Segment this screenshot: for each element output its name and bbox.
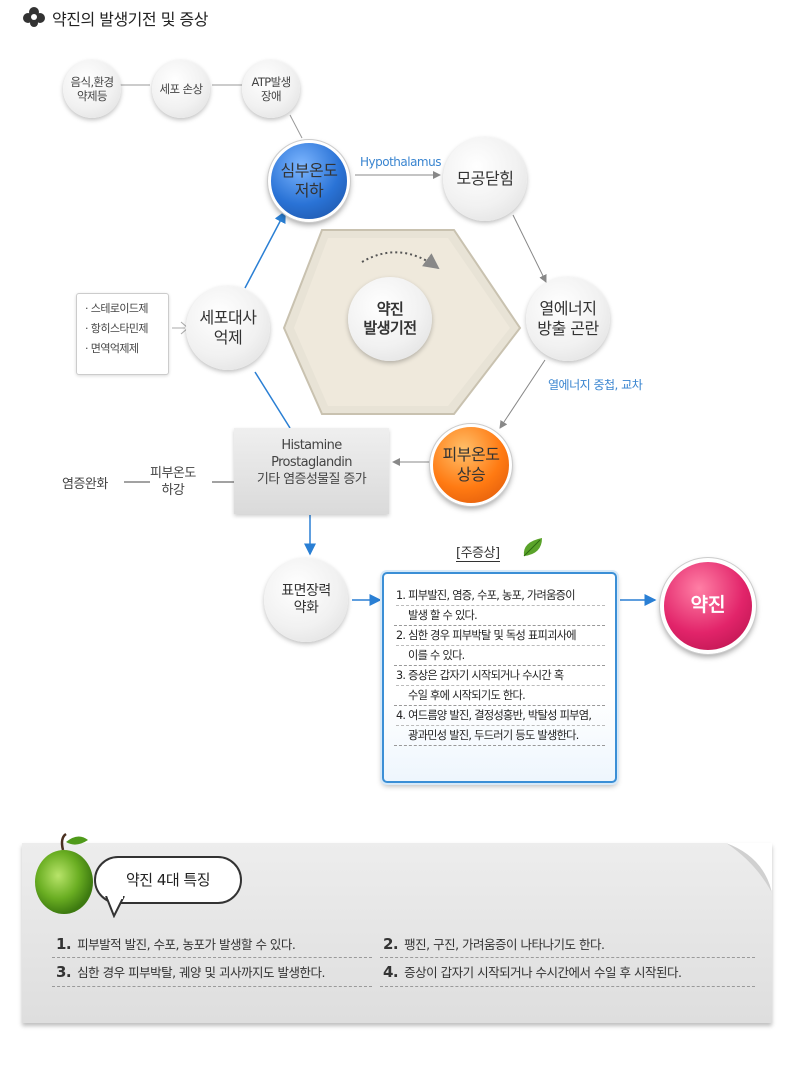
- clover-icon: [23, 7, 45, 27]
- feature-divider: [52, 986, 372, 987]
- node-pores-closed: 모공닫힘: [443, 137, 527, 221]
- bubble-tail: [105, 896, 125, 918]
- drug-item: · 스테로이드제: [85, 302, 149, 315]
- hypothalamus-label: Hypothalamus: [360, 155, 441, 169]
- symptoms-title: [주증상]: [456, 542, 500, 562]
- feature-item-4: 4.증상이 갑자기 시작되거나 수시간에서 수일 후 시작된다.: [383, 963, 682, 981]
- drug-item: · 면역억제제: [85, 342, 139, 355]
- feature-divider: [52, 957, 372, 958]
- node-cell-damage: 세포 손상: [152, 60, 210, 118]
- inflammation-relief-label: 염증완화: [62, 477, 108, 492]
- green-apple-icon: [35, 832, 93, 914]
- feature-item-3: 3.심한 경우 피부박탈, 궤양 및 괴사까지도 발생한다.: [56, 963, 325, 981]
- heat-overlap-note: 열에너지 중첩, 교차: [548, 378, 643, 392]
- symptom-item: 4. 여드름양 발진, 결정성홍반, 박탈성 피부염,광과민성 발진, 두드러기…: [394, 706, 605, 746]
- leaf-icon: [523, 538, 542, 557]
- features-title-bubble: 약진 4대 특징: [94, 856, 242, 904]
- drug-list-box: · 스테로이드제 · 항히스타민제 · 면역억제제: [76, 293, 169, 375]
- feature-divider: [380, 957, 755, 958]
- drug-item: · 항히스타민제: [85, 322, 149, 335]
- page-title: 약진의 발생기전 및 증상: [52, 10, 208, 29]
- mediators-box: Histamine Prostaglandin 기타 염증성물질 증가: [234, 428, 389, 514]
- feature-item-1: 1.피부발적 발진, 수포, 농포가 발생할 수 있다.: [56, 935, 296, 953]
- node-drug-eruption-result: 약진: [659, 557, 757, 655]
- page-curl-corner: [726, 843, 772, 893]
- feature-item-2: 2.팽진, 구진, 가려움증이 나타나기도 한다.: [383, 935, 605, 953]
- feature-divider: [380, 986, 755, 987]
